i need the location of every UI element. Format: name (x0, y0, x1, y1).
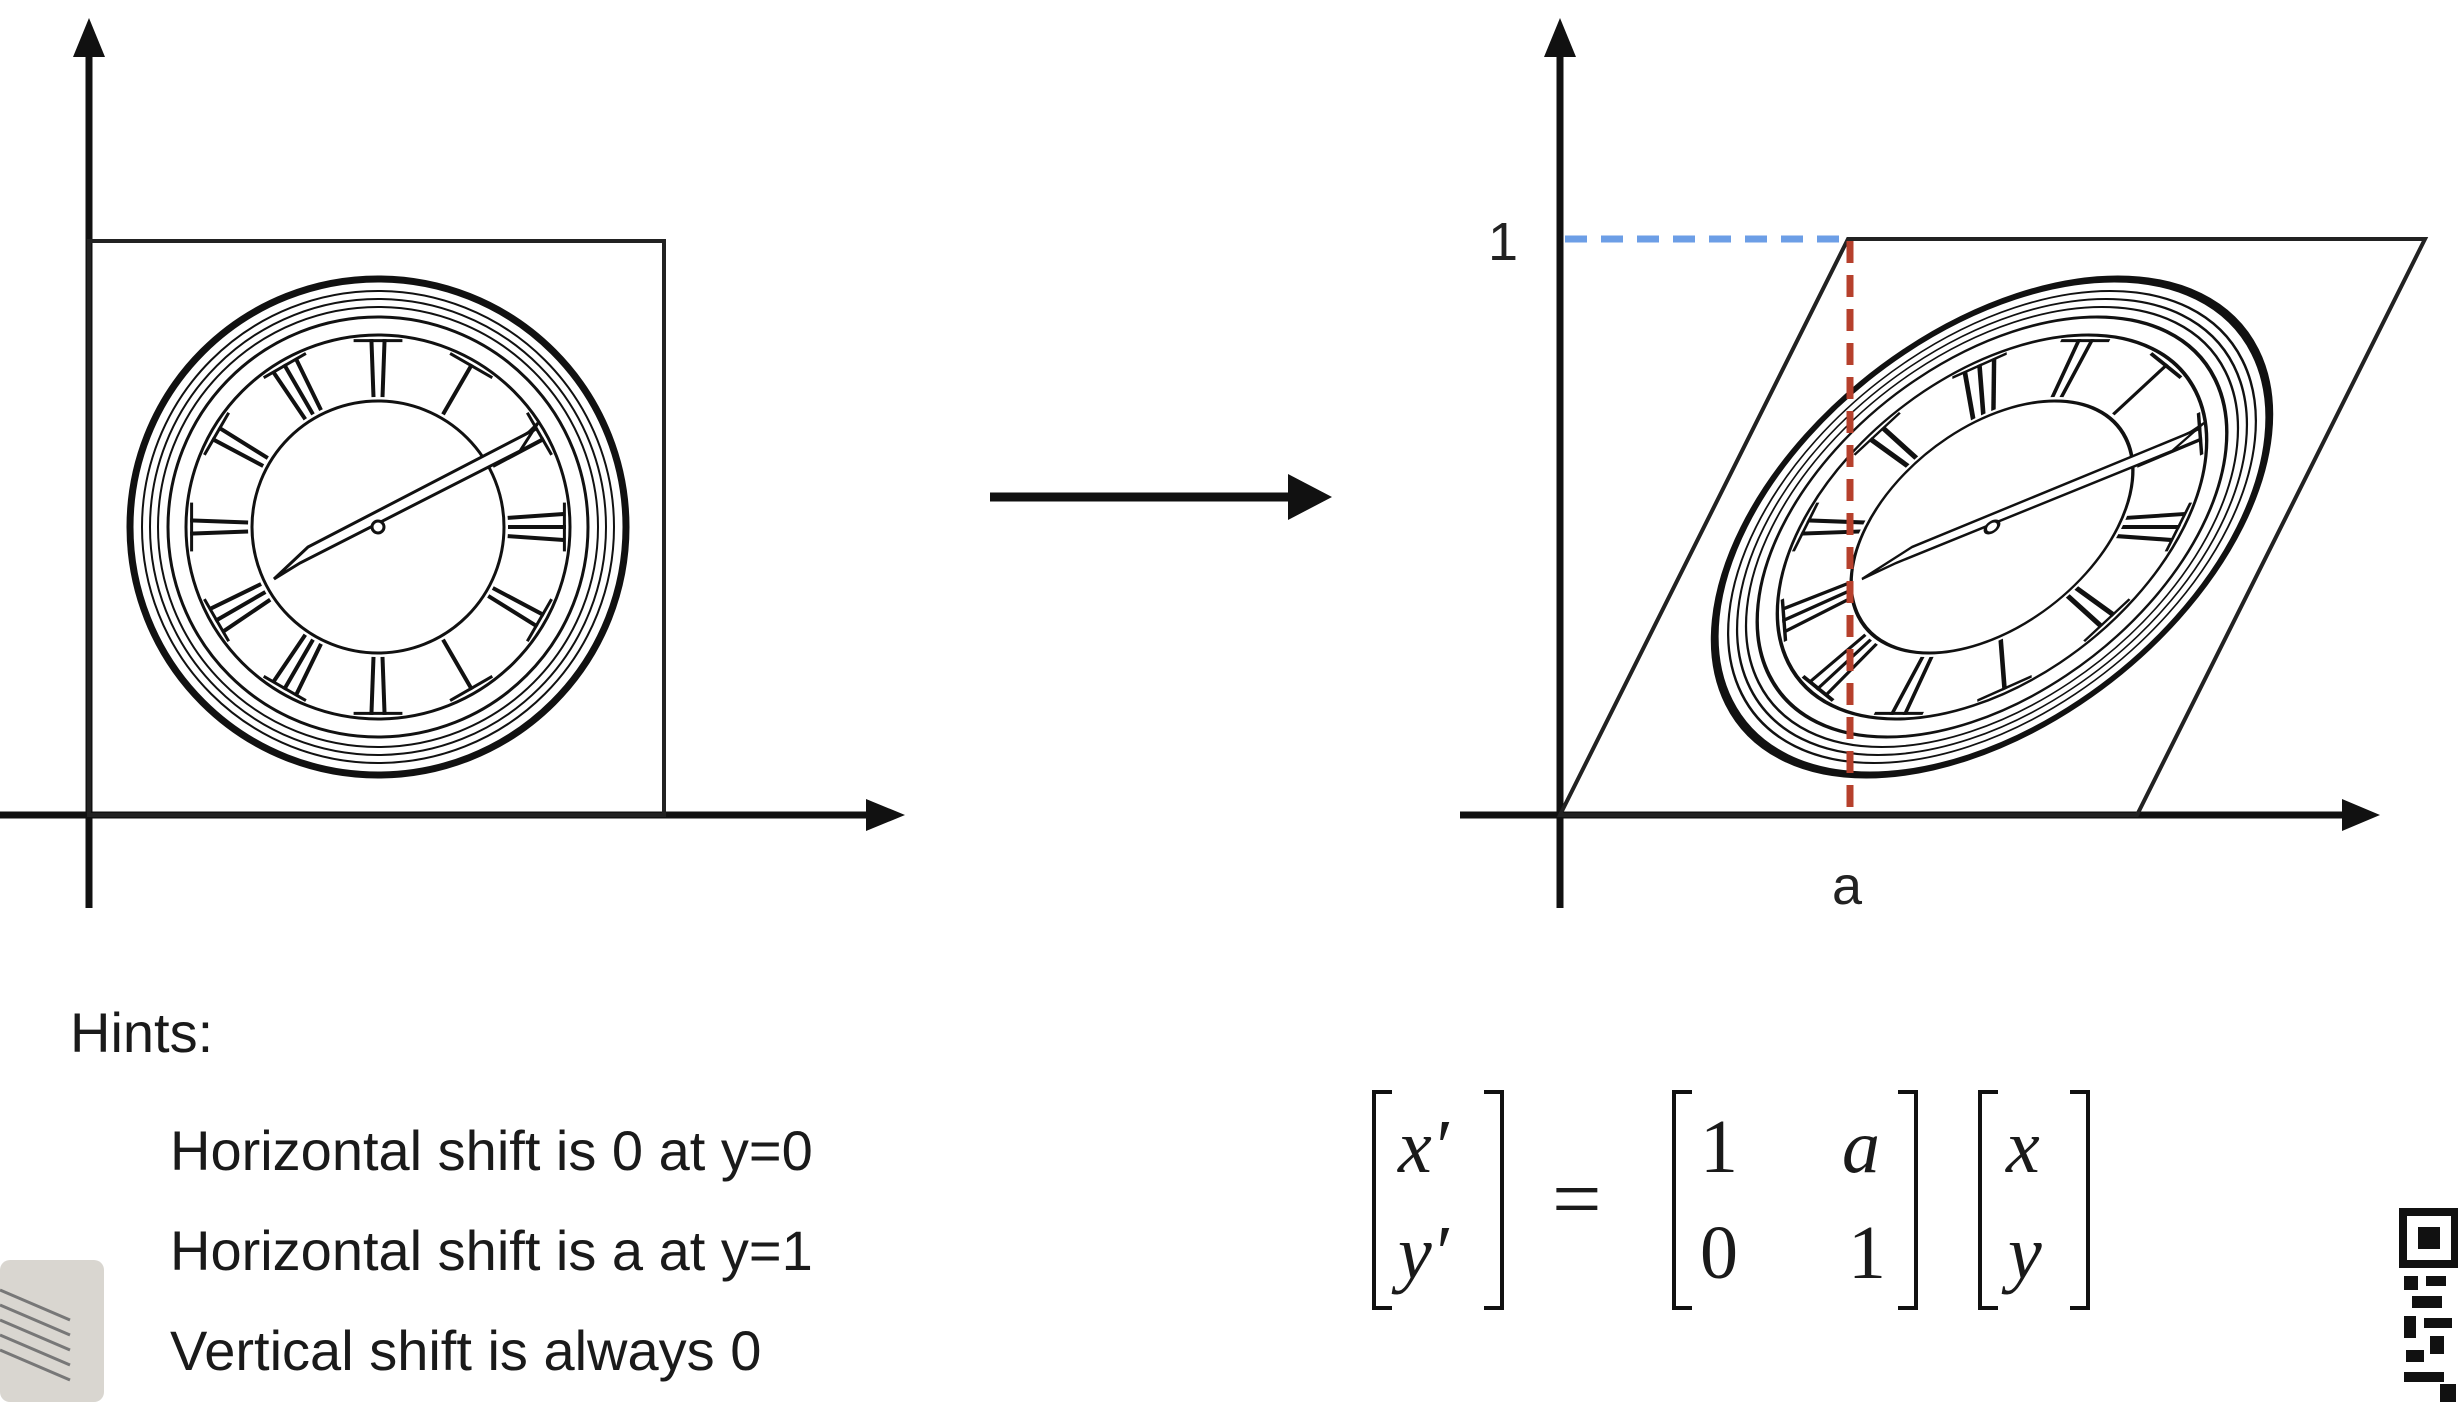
rhs-x: x (2005, 1105, 2040, 1189)
square-clock-icon (130, 279, 626, 775)
hint-item: Horizontal shift is a at y=1 (170, 1219, 813, 1282)
hint-item: Horizontal shift is 0 at y=0 (170, 1119, 813, 1182)
x-tick-label: a (1832, 856, 1863, 916)
matrix-bracket-right (1898, 1090, 1918, 1310)
matrix-bracket-left (1672, 1090, 1692, 1310)
thumbnail-image (0, 1260, 104, 1402)
left-y-arrowhead (73, 18, 105, 57)
left-panel (0, 18, 905, 908)
left-x-arrowhead (866, 799, 905, 831)
matrix-cell-11: 1 (1848, 1211, 1886, 1295)
right-panel: 1 a (1460, 18, 2429, 916)
rhs-bracket-right (2070, 1090, 2090, 1310)
sheared-clock-icon (1620, 279, 2364, 775)
matrix-cell-10: 0 (1700, 1211, 1738, 1295)
rhs-y: y (2001, 1211, 2042, 1295)
lhs-bracket-left (1372, 1090, 1392, 1310)
unit-square (87, 239, 666, 817)
equals-sign: = (1552, 1151, 1602, 1248)
matrix-cell-01: a (1842, 1105, 1880, 1189)
rhs-bracket-left (1978, 1090, 1998, 1310)
lhs-x-prime: x′ (1397, 1105, 1450, 1189)
sheared-parallelogram (1556, 237, 2429, 817)
right-arrow-icon (990, 474, 1332, 520)
matrix-cell-00: 1 (1700, 1105, 1738, 1189)
right-y-arrowhead (1544, 18, 1576, 57)
hints-title: Hints: (70, 1001, 214, 1064)
lhs-y-prime: y′ (1391, 1211, 1450, 1295)
lhs-bracket-right (1484, 1090, 1504, 1310)
hint-item: Vertical shift is always 0 (170, 1319, 762, 1382)
right-x-arrowhead (2342, 799, 2380, 831)
shear-equation: x′ y′ = 1 a 0 1 x y (1372, 1090, 2090, 1310)
y-tick-label: 1 (1488, 212, 1518, 272)
qr-code-icon (2399, 1205, 2458, 1402)
